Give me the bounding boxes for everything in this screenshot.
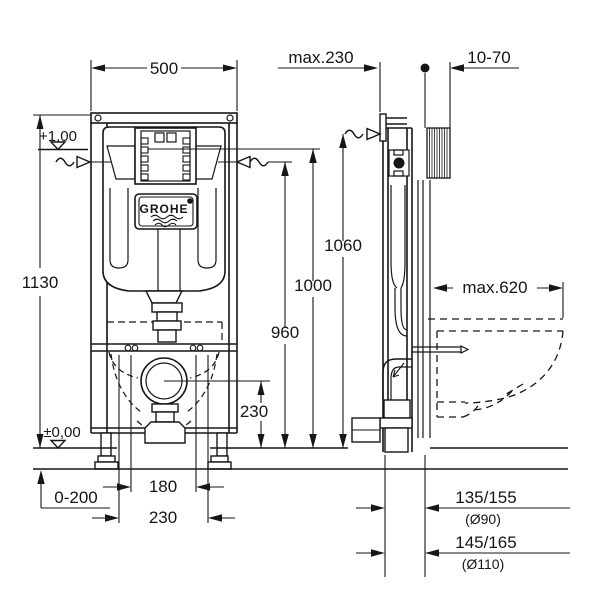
break-arrowhead-icon [366, 127, 382, 141]
height-960-label: 960 [271, 323, 299, 342]
flow-arrow [392, 362, 405, 378]
dimension-max-wall-distance: max.230 [278, 48, 381, 112]
dimension-1000: 1000 [294, 149, 332, 448]
height-1000-label: 1000 [294, 276, 332, 295]
actuator-ribs [140, 137, 191, 181]
frame-width-label: 500 [150, 59, 178, 78]
actuator-window-left [154, 132, 165, 143]
crossbar-screw-left [94, 114, 102, 122]
brand-wave-lines [150, 214, 184, 228]
wall-break-arrow-left [55, 155, 111, 169]
wall-finish-section [426, 127, 451, 179]
outlet-90-label: 135/155 [455, 488, 516, 507]
level-triangle-icon [49, 141, 67, 151]
frame-foot-right [207, 432, 232, 470]
dimension-outlet-90: 135/155 (Ø90) [356, 488, 570, 527]
tank-channel-right [197, 188, 217, 269]
tank-channel-left [109, 188, 129, 269]
actuator-window-right [166, 132, 177, 143]
floor-lines [33, 447, 568, 470]
dimension-max-bowl-depth: max.620 [433, 278, 564, 318]
bolt-spacing-label: 180 [149, 477, 177, 496]
side-frame-profile [382, 127, 413, 452]
dimension-outlet-height: 230 [240, 381, 268, 448]
wall-surface-dot-icon [420, 63, 430, 73]
outlet-offset-label: 230 [149, 508, 177, 527]
brand-plate: GROHE [134, 193, 198, 230]
outlet-socket [144, 403, 186, 444]
registered-mark-dot [187, 198, 193, 204]
dimension-frame-height: 1130 [22, 114, 91, 448]
dimension-outlet-110: 145/165 (Ø110) [356, 533, 570, 572]
actuator-unit [134, 127, 197, 185]
wc-fixing-bolts [124, 344, 204, 352]
bolt-extension-lines [118, 355, 209, 523]
level-triangle-icon [49, 439, 67, 450]
frame-height-label: 1130 [22, 273, 59, 292]
dimension-foot-adjust: 0-200 [37, 470, 110, 509]
dimension-960: 960 [271, 162, 299, 448]
wall-thickness-label: 10-70 [467, 48, 510, 67]
flush-pipe-stack [144, 290, 184, 343]
wall-bracket [379, 113, 407, 142]
level-marker-floor: ±0,00 [43, 424, 81, 450]
level-marker-upper: +1,00 [38, 128, 88, 151]
front-view: GROHE [90, 112, 270, 470]
max-bowl-depth-label: max.620 [462, 278, 527, 297]
side-cistern-profile [390, 185, 408, 337]
crossbar-screw-right [226, 114, 234, 122]
height-1060-label: 1060 [324, 236, 362, 255]
side-view [351, 113, 564, 453]
max-wall-distance-label: max.230 [288, 48, 353, 67]
dimensions: 500 1130 +1,00 [22, 48, 570, 577]
foot-adjust-label: 0-200 [54, 488, 97, 507]
level-floor-label: ±0,00 [43, 424, 80, 441]
dimension-frame-width: 500 [90, 59, 238, 111]
break-arrowhead-icon [76, 155, 92, 169]
level-upper-label: +1,00 [39, 128, 77, 145]
outlet-110-diameter-label: (Ø110) [462, 556, 505, 572]
wall-surface-marker [420, 63, 430, 128]
outlet-90-diameter-label: (Ø90) [465, 511, 501, 527]
dimension-wall-thickness: 10-70 [449, 48, 519, 128]
outlet-110-label: 145/165 [455, 533, 516, 552]
side-front-panel [417, 180, 431, 438]
dimension-bolt-spacing: 180 [103, 477, 224, 496]
dimension-outlet-offset: 230 [92, 508, 235, 527]
outlet-distance-extension-lines [384, 455, 426, 577]
flush-valve-lines [157, 229, 181, 291]
outlet-height-label: 230 [240, 402, 268, 421]
brand-logo-text: GROHE [139, 202, 188, 216]
wall-break-arrow-right [218, 155, 292, 169]
dimension-1060: 1060 [324, 127, 382, 448]
frame-crossmember-mid [91, 343, 237, 352]
bowl-outline-front-dashed [108, 351, 220, 435]
fixing-point [388, 149, 410, 177]
wall-break-arrow-side [344, 127, 382, 141]
bowl-outline-side-dashed [428, 318, 564, 418]
frame-top-crossbar [90, 112, 238, 124]
side-waste-elbow [351, 358, 413, 453]
